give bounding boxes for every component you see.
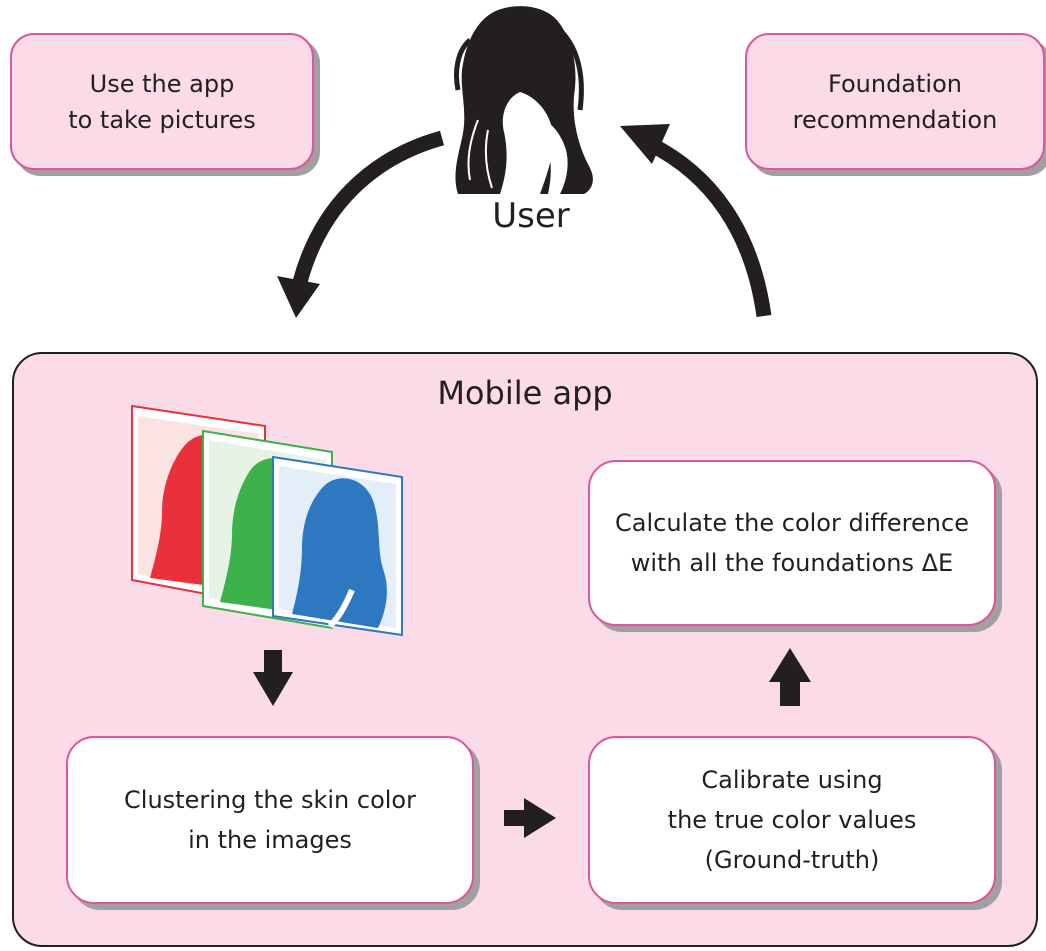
arrow-up-to-color-difference xyxy=(769,648,811,706)
color-difference-line-1: Calculate the color difference xyxy=(615,509,969,537)
user-label: User xyxy=(492,196,570,236)
calibrate-line-1: Calibrate using xyxy=(701,766,883,794)
calibrate-line-3: (Ground-truth) xyxy=(704,846,880,874)
take-pictures-line-1: Use the app xyxy=(89,69,235,98)
arrow-down-to-clustering xyxy=(253,650,293,706)
recommendation-line-1: Foundation xyxy=(828,69,962,98)
blue-channel-image xyxy=(272,455,403,637)
clustering-step-box: Clustering the skin color in the images xyxy=(66,736,474,904)
rgb-image-stack xyxy=(131,404,403,637)
mobile-app-title: Mobile app xyxy=(437,374,613,412)
arrow-right-to-calibrate xyxy=(504,798,556,838)
take-pictures-callout: Use the app to take pictures xyxy=(10,33,314,170)
recommendation-line-2: recommendation xyxy=(792,105,998,134)
take-pictures-line-2: to take pictures xyxy=(68,105,256,134)
user-silhouette-icon xyxy=(454,6,593,194)
color-difference-line-2: with all the foundations ΔE xyxy=(630,549,954,577)
arrow-app-to-user xyxy=(620,124,772,318)
clustering-line-2: in the images xyxy=(188,826,352,854)
clustering-line-1: Clustering the skin color xyxy=(124,786,416,814)
arrow-user-to-app xyxy=(277,130,445,318)
foundation-recommendation-callout: Foundation recommendation xyxy=(745,33,1045,170)
calibrate-line-2: the true color values xyxy=(667,806,917,834)
color-difference-step-box: Calculate the color difference with all … xyxy=(588,460,996,626)
calibrate-step-box: Calibrate using the true color values (G… xyxy=(588,736,996,904)
